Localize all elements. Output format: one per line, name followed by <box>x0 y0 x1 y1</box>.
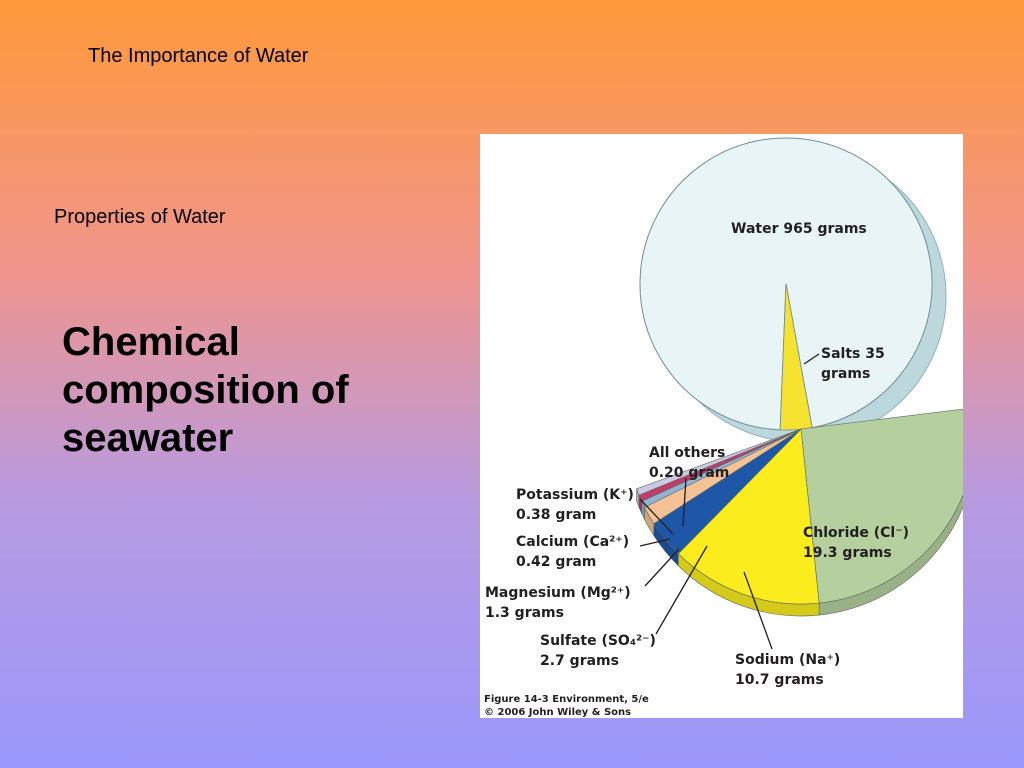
sodium-name: Sodium (Na⁺) <box>735 652 840 668</box>
slide-heading: Chemical composition of seawater <box>62 320 349 460</box>
magnesium-value: 1.3 grams <box>485 605 564 621</box>
leader-magnesium <box>644 548 680 587</box>
water-slice <box>639 137 933 431</box>
seawater-composition-figure: Water 965 grams Salts 35 grams All other… <box>480 134 963 718</box>
chloride-name: Chloride (Cl⁻) <box>803 525 909 541</box>
sodium-value: 10.7 grams <box>735 672 824 688</box>
sodium-label: Sodium (Na⁺) 10.7 grams <box>735 652 845 688</box>
leader-potassium <box>639 498 674 535</box>
salts-slice-6 <box>636 428 802 496</box>
potassium-label: Potassium (K⁺) 0.38 gram <box>516 487 639 523</box>
calcium-name: Calcium (Ca²⁺) <box>516 534 629 550</box>
salts-slice-1 <box>677 428 820 605</box>
chloride-label: Chloride (Cl⁻) 19.3 grams <box>803 525 914 561</box>
chloride-value: 19.3 grams <box>803 545 892 561</box>
water-label: Water 965 grams <box>731 221 867 237</box>
potassium-value: 0.38 gram <box>516 507 596 523</box>
figure-caption-line1: Figure 14-3 Environment, 5/e <box>484 694 649 705</box>
leader-lines <box>639 353 820 650</box>
figure-caption-line2: © 2006 John Wiley & Sons <box>484 707 631 718</box>
calcium-label: Calcium (Ca²⁺) 0.42 gram <box>516 534 634 570</box>
sulfate-label: Sulfate (SO₄²⁻) 2.7 grams <box>540 633 661 669</box>
figure-caption: Figure 14-3 Environment, 5/e © 2006 John… <box>484 694 652 718</box>
slide-subtitle: Properties of Water <box>54 206 226 228</box>
magnesium-label: Magnesium (Mg²⁺) 1.3 grams <box>485 585 636 621</box>
all-others-label: All others 0.20 gram <box>649 445 730 481</box>
sulfate-value: 2.7 grams <box>540 653 619 669</box>
leader-salts <box>803 353 820 365</box>
salts-label: Salts 35 grams <box>821 346 890 382</box>
leader-sodium <box>743 571 773 650</box>
salts-fan <box>636 408 963 605</box>
magnesium-name: Magnesium (Mg²⁺) <box>485 585 631 601</box>
leader-sulfate <box>655 545 708 635</box>
leader-calcium <box>639 538 671 547</box>
all-others-value: 0.20 gram <box>649 465 729 481</box>
calcium-value: 0.42 gram <box>516 554 596 570</box>
sulfate-name: Sulfate (SO₄²⁻) <box>540 633 656 649</box>
salts-label-line2: grams <box>821 366 870 382</box>
leader-all-others <box>682 477 687 527</box>
salts-label-line1: Salts 35 <box>821 346 885 362</box>
slide-title: The Importance of Water <box>88 45 309 67</box>
pie-chart: Water 965 grams Salts 35 grams All other… <box>484 137 963 718</box>
potassium-name: Potassium (K⁺) <box>516 487 634 503</box>
all-others-name: All others <box>649 445 725 461</box>
salts-slice-0 <box>800 408 963 604</box>
